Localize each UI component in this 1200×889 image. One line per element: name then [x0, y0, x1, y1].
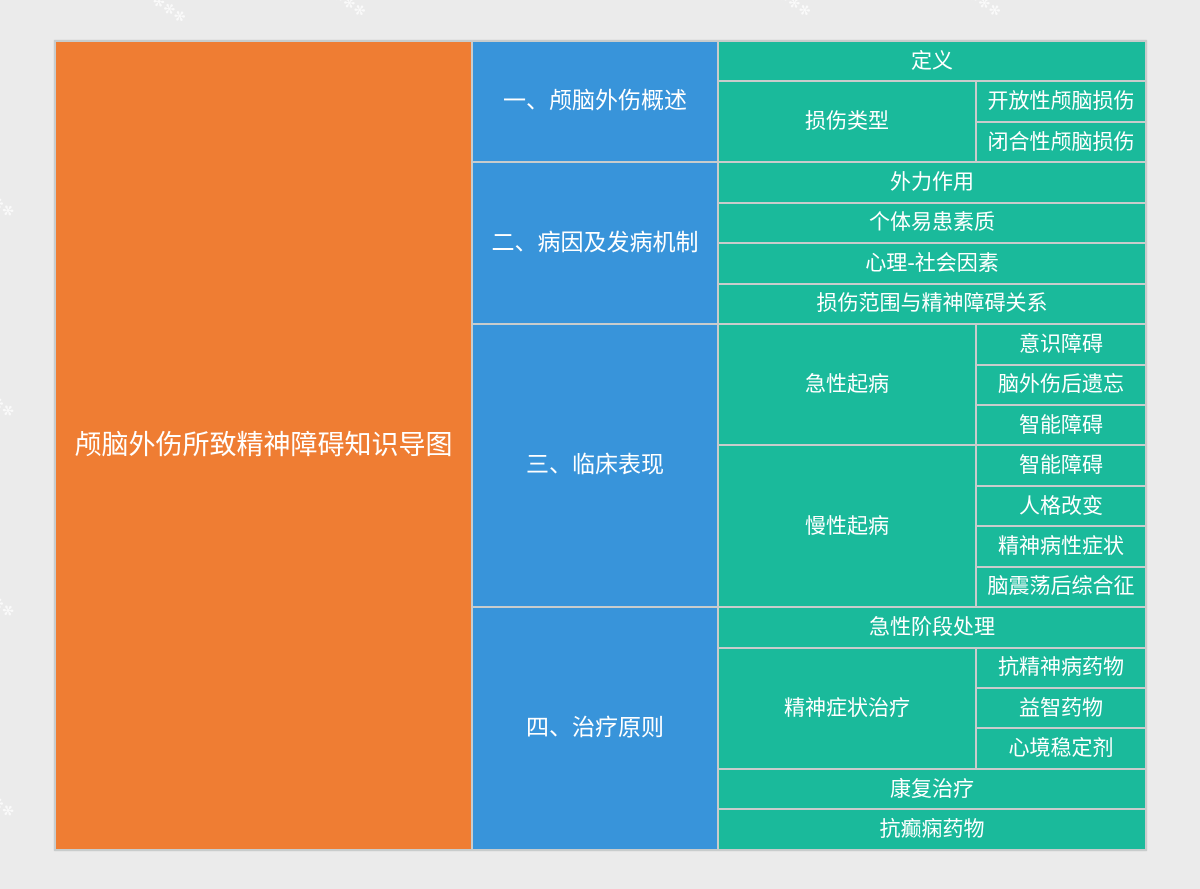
section-node-overview[interactable]: 一、颅脑外伤概述 — [471, 39, 719, 164]
mind-map-table: 颅脑外伤所致精神障碍知识导图 一、颅脑外伤概述 定义 损伤类型 开放性颅脑损伤 … — [54, 39, 1147, 851]
watermark: ✻✻ — [0, 194, 18, 222]
leaf-label: 闭合性颅脑损伤 — [987, 129, 1135, 154]
watermark: ✻✻ — [0, 594, 18, 622]
node-rehabilitation[interactable]: 康复治疗 — [717, 767, 1147, 811]
node-label: 慢性起病 — [805, 513, 889, 538]
leaf-label: 益智药物 — [1019, 695, 1103, 720]
leaf-antipsychotics[interactable]: 抗精神病药物 — [975, 646, 1147, 690]
leaf-nootropics[interactable]: 益智药物 — [975, 686, 1147, 730]
node-antiepileptics[interactable]: 抗癫痫药物 — [717, 808, 1147, 851]
section-label: 四、治疗原则 — [526, 714, 664, 741]
leaf-label: 脑震荡后综合征 — [987, 574, 1135, 599]
node-label: 损伤范围与精神障碍关系 — [816, 291, 1048, 316]
node-label: 外力作用 — [890, 170, 974, 195]
leaf-label: 脑外伤后遗忘 — [998, 372, 1124, 397]
watermark: ✻✻✻ — [328, 0, 370, 22]
watermark: ✻✻✻ — [148, 0, 190, 28]
section-node-treatment[interactable]: 四、治疗原则 — [471, 606, 719, 851]
node-injury-types[interactable]: 损伤类型 — [717, 80, 977, 164]
node-label: 急性阶段处理 — [869, 614, 995, 639]
root-title: 颅脑外伤所致精神障碍知识导图 — [74, 429, 453, 461]
leaf-label: 心境稳定剂 — [1008, 736, 1114, 761]
leaf-post-concussion-syndrome[interactable]: 脑震荡后综合征 — [975, 565, 1147, 609]
leaf-label: 精神病性症状 — [998, 533, 1124, 558]
leaf-intellectual-disorder-chronic[interactable]: 智能障碍 — [975, 444, 1147, 487]
leaf-label: 抗精神病药物 — [998, 655, 1124, 680]
section-label: 一、颅脑外伤概述 — [503, 88, 687, 115]
watermark: ✻✻ — [0, 794, 18, 822]
watermark: ✻✻ — [0, 394, 18, 422]
node-psychosocial[interactable]: 心理-社会因素 — [717, 242, 1147, 285]
node-acute-stage-treatment[interactable]: 急性阶段处理 — [717, 606, 1147, 649]
node-label: 抗癫痫药物 — [879, 817, 985, 842]
node-acute-onset[interactable]: 急性起病 — [717, 323, 977, 447]
node-susceptibility[interactable]: 个体易患素质 — [717, 201, 1147, 245]
leaf-label: 意识障碍 — [1019, 331, 1103, 356]
node-label: 急性起病 — [805, 372, 889, 397]
node-injury-extent[interactable]: 损伤范围与精神障碍关系 — [717, 282, 1147, 326]
leaf-personality-change[interactable]: 人格改变 — [975, 484, 1147, 528]
leaf-closed-injury[interactable]: 闭合性颅脑损伤 — [975, 120, 1147, 164]
node-label: 个体易患素质 — [869, 210, 995, 235]
node-psychiatric-symptom-treatment[interactable]: 精神症状治疗 — [717, 646, 977, 770]
node-external-force[interactable]: 外力作用 — [717, 161, 1147, 204]
root-node[interactable]: 颅脑外伤所致精神障碍知识导图 — [54, 40, 473, 851]
watermark: ✻✻✻ — [963, 0, 1005, 22]
node-chronic-onset[interactable]: 慢性起病 — [717, 444, 977, 609]
leaf-label: 智能障碍 — [1019, 412, 1103, 437]
node-label: 心理-社会因素 — [865, 250, 999, 275]
node-definition[interactable]: 定义 — [717, 39, 1147, 83]
leaf-post-traumatic-amnesia[interactable]: 脑外伤后遗忘 — [975, 363, 1147, 406]
node-label: 损伤类型 — [805, 109, 889, 134]
leaf-label: 人格改变 — [1019, 493, 1103, 518]
leaf-label: 智能障碍 — [1019, 453, 1103, 478]
section-node-clinical[interactable]: 三、临床表现 — [471, 323, 719, 609]
section-label: 三、临床表现 — [526, 452, 664, 479]
leaf-psychotic-symptoms[interactable]: 精神病性症状 — [975, 525, 1147, 568]
leaf-open-injury[interactable]: 开放性颅脑损伤 — [975, 80, 1147, 123]
node-label: 定义 — [911, 48, 953, 73]
leaf-label: 开放性颅脑损伤 — [987, 89, 1135, 114]
section-node-etiology[interactable]: 二、病因及发病机制 — [471, 161, 719, 326]
leaf-intellectual-disorder-acute[interactable]: 智能障碍 — [975, 403, 1147, 447]
leaf-consciousness-disorder[interactable]: 意识障碍 — [975, 323, 1147, 366]
node-label: 精神症状治疗 — [784, 695, 910, 720]
watermark: ✻✻✻ — [773, 0, 815, 22]
section-label: 二、病因及发病机制 — [491, 229, 699, 256]
leaf-mood-stabilizers[interactable]: 心境稳定剂 — [975, 727, 1147, 770]
node-label: 康复治疗 — [890, 776, 974, 801]
